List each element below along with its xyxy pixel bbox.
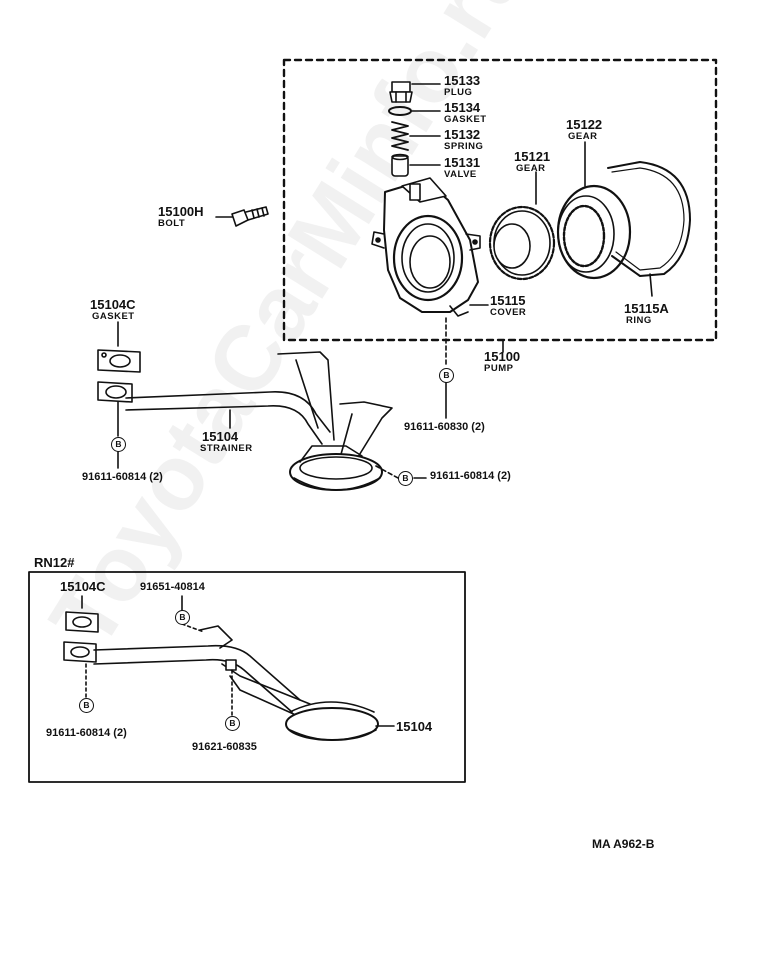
- inset-gasket-shape: [65, 611, 99, 633]
- part-15122-number: 15122: [566, 117, 603, 132]
- part-15131-name: VALVE: [444, 169, 477, 180]
- part-15115a-name: RING: [626, 315, 652, 326]
- inset-badge-b-left: B: [79, 698, 94, 713]
- part-15100h-name: BOLT: [158, 218, 186, 229]
- plug-shape: [389, 81, 413, 103]
- part-15104-number: 15104: [202, 429, 239, 444]
- part-15121-number: 15121: [514, 149, 551, 164]
- part-15133-name: PLUG: [444, 87, 473, 98]
- inset-gasket-number: 15104C: [60, 579, 106, 594]
- part-15115a-number: 15115A: [624, 301, 669, 316]
- ref-91611-60814-left: 91611-60814 (2): [82, 471, 163, 483]
- inset-ref-91651-40814: 91651-40814: [140, 581, 205, 593]
- part-15134-number: 15134: [444, 100, 481, 115]
- diagram-code: MA A962-B: [592, 837, 655, 851]
- inset-box: [28, 571, 466, 783]
- inset-ref-91611-60814: 91611-60814 (2): [46, 727, 127, 739]
- gear-15121-shape: [488, 205, 556, 281]
- badge-b-strainer-left: B: [111, 437, 126, 452]
- pump-body-shape: [371, 177, 481, 317]
- part-15132-name: SPRING: [444, 141, 484, 152]
- gasket-ring-shape: [388, 106, 412, 116]
- part-15131-number: 15131: [444, 155, 481, 170]
- part-15133-number: 15133: [444, 73, 481, 88]
- gear-15122-shape: [556, 184, 632, 280]
- valve-shape: [391, 153, 409, 177]
- part-15115-name: COVER: [490, 307, 527, 318]
- inset-title: RN12#: [34, 555, 75, 570]
- badge-b-pump: B: [439, 368, 454, 383]
- inset-badge-b-top: B: [175, 610, 190, 625]
- part-15134-name: GASKET: [444, 114, 487, 125]
- ref-91611-60814-right: 91611-60814 (2): [430, 470, 511, 482]
- part-15121-name: GEAR: [516, 163, 546, 174]
- part-15122-name: GEAR: [568, 131, 598, 142]
- bolt-15100h-shape: [231, 206, 269, 227]
- spring-shape: [391, 121, 409, 151]
- part-15115-number: 15115: [490, 293, 526, 308]
- part-15104c-number: 15104C: [90, 297, 136, 312]
- ring-15115a-shape: [607, 161, 691, 277]
- inset-strainer-shape: [63, 625, 379, 741]
- strainer-15104-shape: [97, 351, 393, 491]
- part-15100-name: PUMP: [484, 363, 514, 374]
- inset-ref-91621-60835: 91621-60835: [192, 741, 257, 753]
- ref-91611-60830: 91611-60830 (2): [404, 421, 485, 433]
- badge-b-strainer-right: B: [398, 471, 413, 486]
- inset-badge-b-bottom: B: [225, 716, 240, 731]
- inset-strainer-number: 15104: [396, 719, 433, 734]
- pump-group-box: [282, 58, 718, 342]
- strainer-gasket-shape: [97, 349, 141, 373]
- part-15100h-number: 15100H: [158, 204, 204, 219]
- part-15104-name: STRAINER: [200, 443, 253, 454]
- part-15104c-name: GASKET: [92, 311, 135, 322]
- part-15100-number: 15100: [484, 349, 521, 364]
- part-15132-number: 15132: [444, 127, 481, 142]
